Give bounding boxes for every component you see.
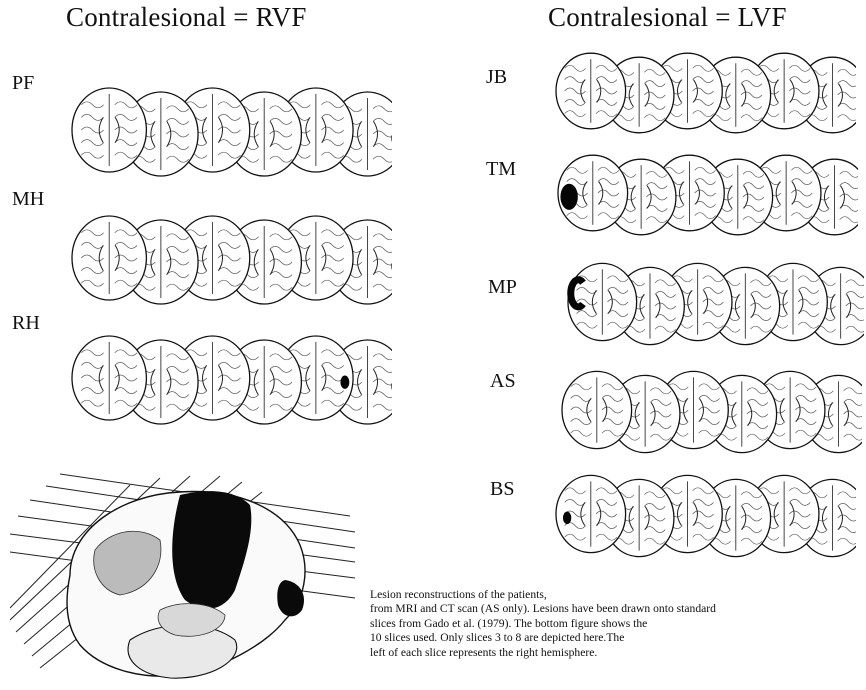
figure-caption: Lesion reconstructions of the patients, … [370, 588, 860, 660]
brain-slice-3 [72, 216, 146, 300]
brain-slice-3 [562, 371, 632, 448]
patient-label-bs: BS [490, 478, 514, 501]
lesion-mark [560, 184, 577, 210]
brain-slice-3 [556, 475, 626, 552]
lateral-brain-diagram [10, 470, 370, 685]
slice-strip-rh [62, 330, 392, 430]
brain-slice-3 [568, 263, 637, 340]
heading-left: Contralesional = RVF [66, 2, 307, 33]
slice-strip-jb [546, 48, 856, 138]
lesion-mark [563, 512, 571, 525]
brain-slice-3 [558, 155, 628, 231]
patient-label-as: AS [490, 370, 516, 393]
patient-label-mh: MH [12, 188, 44, 211]
patient-label-pf: PF [12, 72, 34, 95]
slice-strip-mh [62, 210, 392, 310]
slice-strip-bs [546, 470, 856, 562]
patient-label-mp: MP [488, 276, 517, 299]
brain-slice-3 [72, 88, 146, 172]
lesion-mark [340, 376, 349, 389]
slice-strip-pf [62, 82, 392, 182]
brain-slice-3 [72, 336, 146, 420]
slice-strip-as [552, 366, 862, 458]
patient-label-tm: TM [486, 158, 516, 181]
slice-strip-tm [548, 150, 858, 240]
patient-label-rh: RH [12, 312, 40, 335]
patient-label-jb: JB [486, 66, 507, 89]
brain-slice-3 [556, 53, 626, 129]
heading-right: Contralesional = LVF [548, 2, 787, 33]
slice-strip-mp [558, 258, 864, 350]
